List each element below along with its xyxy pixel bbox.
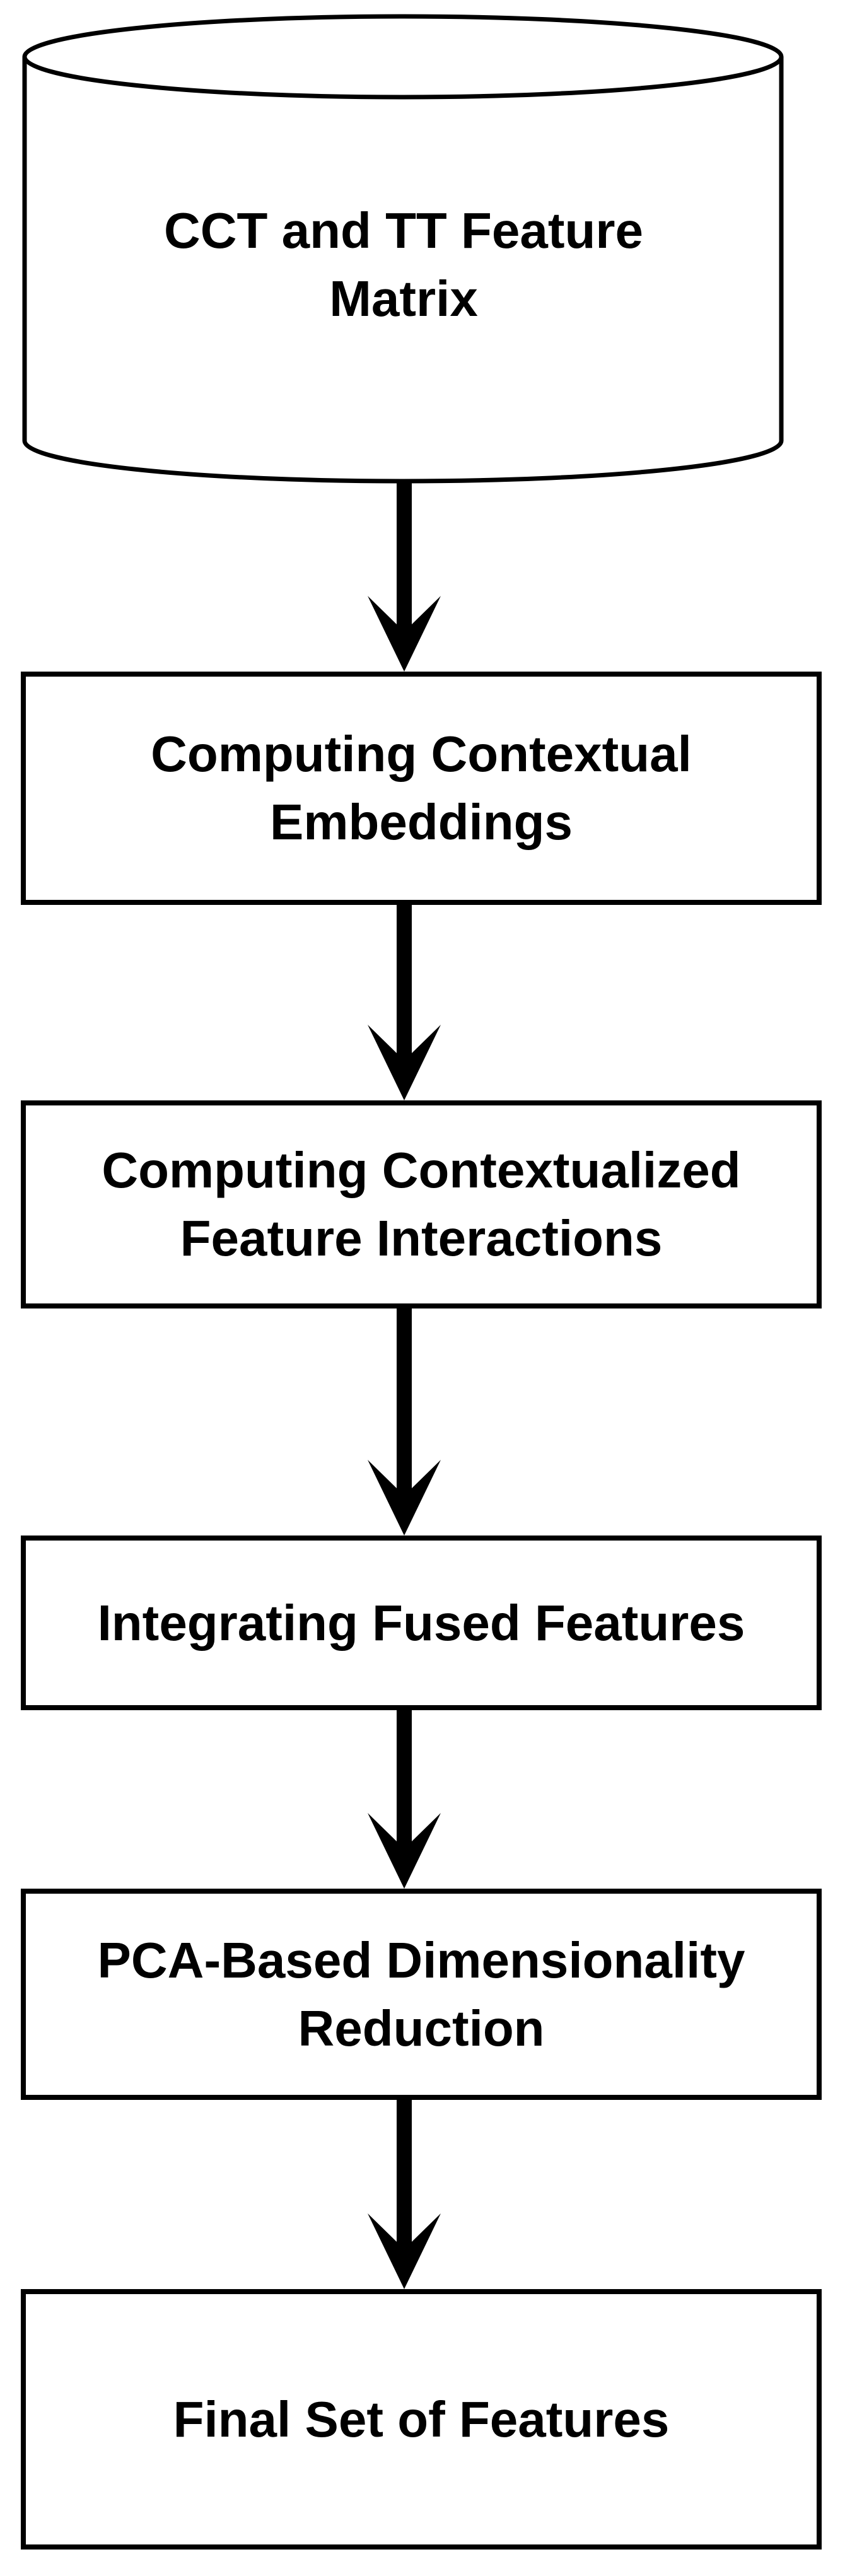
node-label: CCT and TT Feature Matrix <box>163 202 644 327</box>
database-node-label-wrap: CCT and TT Feature Matrix <box>19 107 788 423</box>
node-label: Computing Contextual Embeddings <box>151 726 692 850</box>
node-label: Integrating Fused Features <box>97 1594 745 1651</box>
node-label: PCA-Based Dimensionality Reduction <box>97 1932 745 2056</box>
flow-node-pca-based-dimensionality-reduction: PCA-Based Dimensionality Reduction <box>21 1889 822 2100</box>
flow-node-final-set-of-features: Final Set of Features <box>21 2289 822 2550</box>
arrow-down-icon <box>363 1308 445 1536</box>
arrow-down-icon <box>363 1710 445 1889</box>
flow-node-computing-contextual-embeddings: Computing Contextual Embeddings <box>21 672 822 905</box>
node-label: Computing Contextualized Feature Interac… <box>102 1142 741 1266</box>
flow-node-computing-contextualized-feature-interactions: Computing Contextualized Feature Interac… <box>21 1100 822 1308</box>
arrow-down-icon <box>363 905 445 1100</box>
flow-node-integrating-fused-features: Integrating Fused Features <box>21 1536 822 1710</box>
database-cylinder-icon <box>22 14 784 484</box>
node-label: Final Set of Features <box>173 2391 670 2447</box>
arrow-down-icon <box>363 481 445 672</box>
arrow-down-icon <box>363 2100 445 2289</box>
database-cylinder-node <box>19 11 788 491</box>
